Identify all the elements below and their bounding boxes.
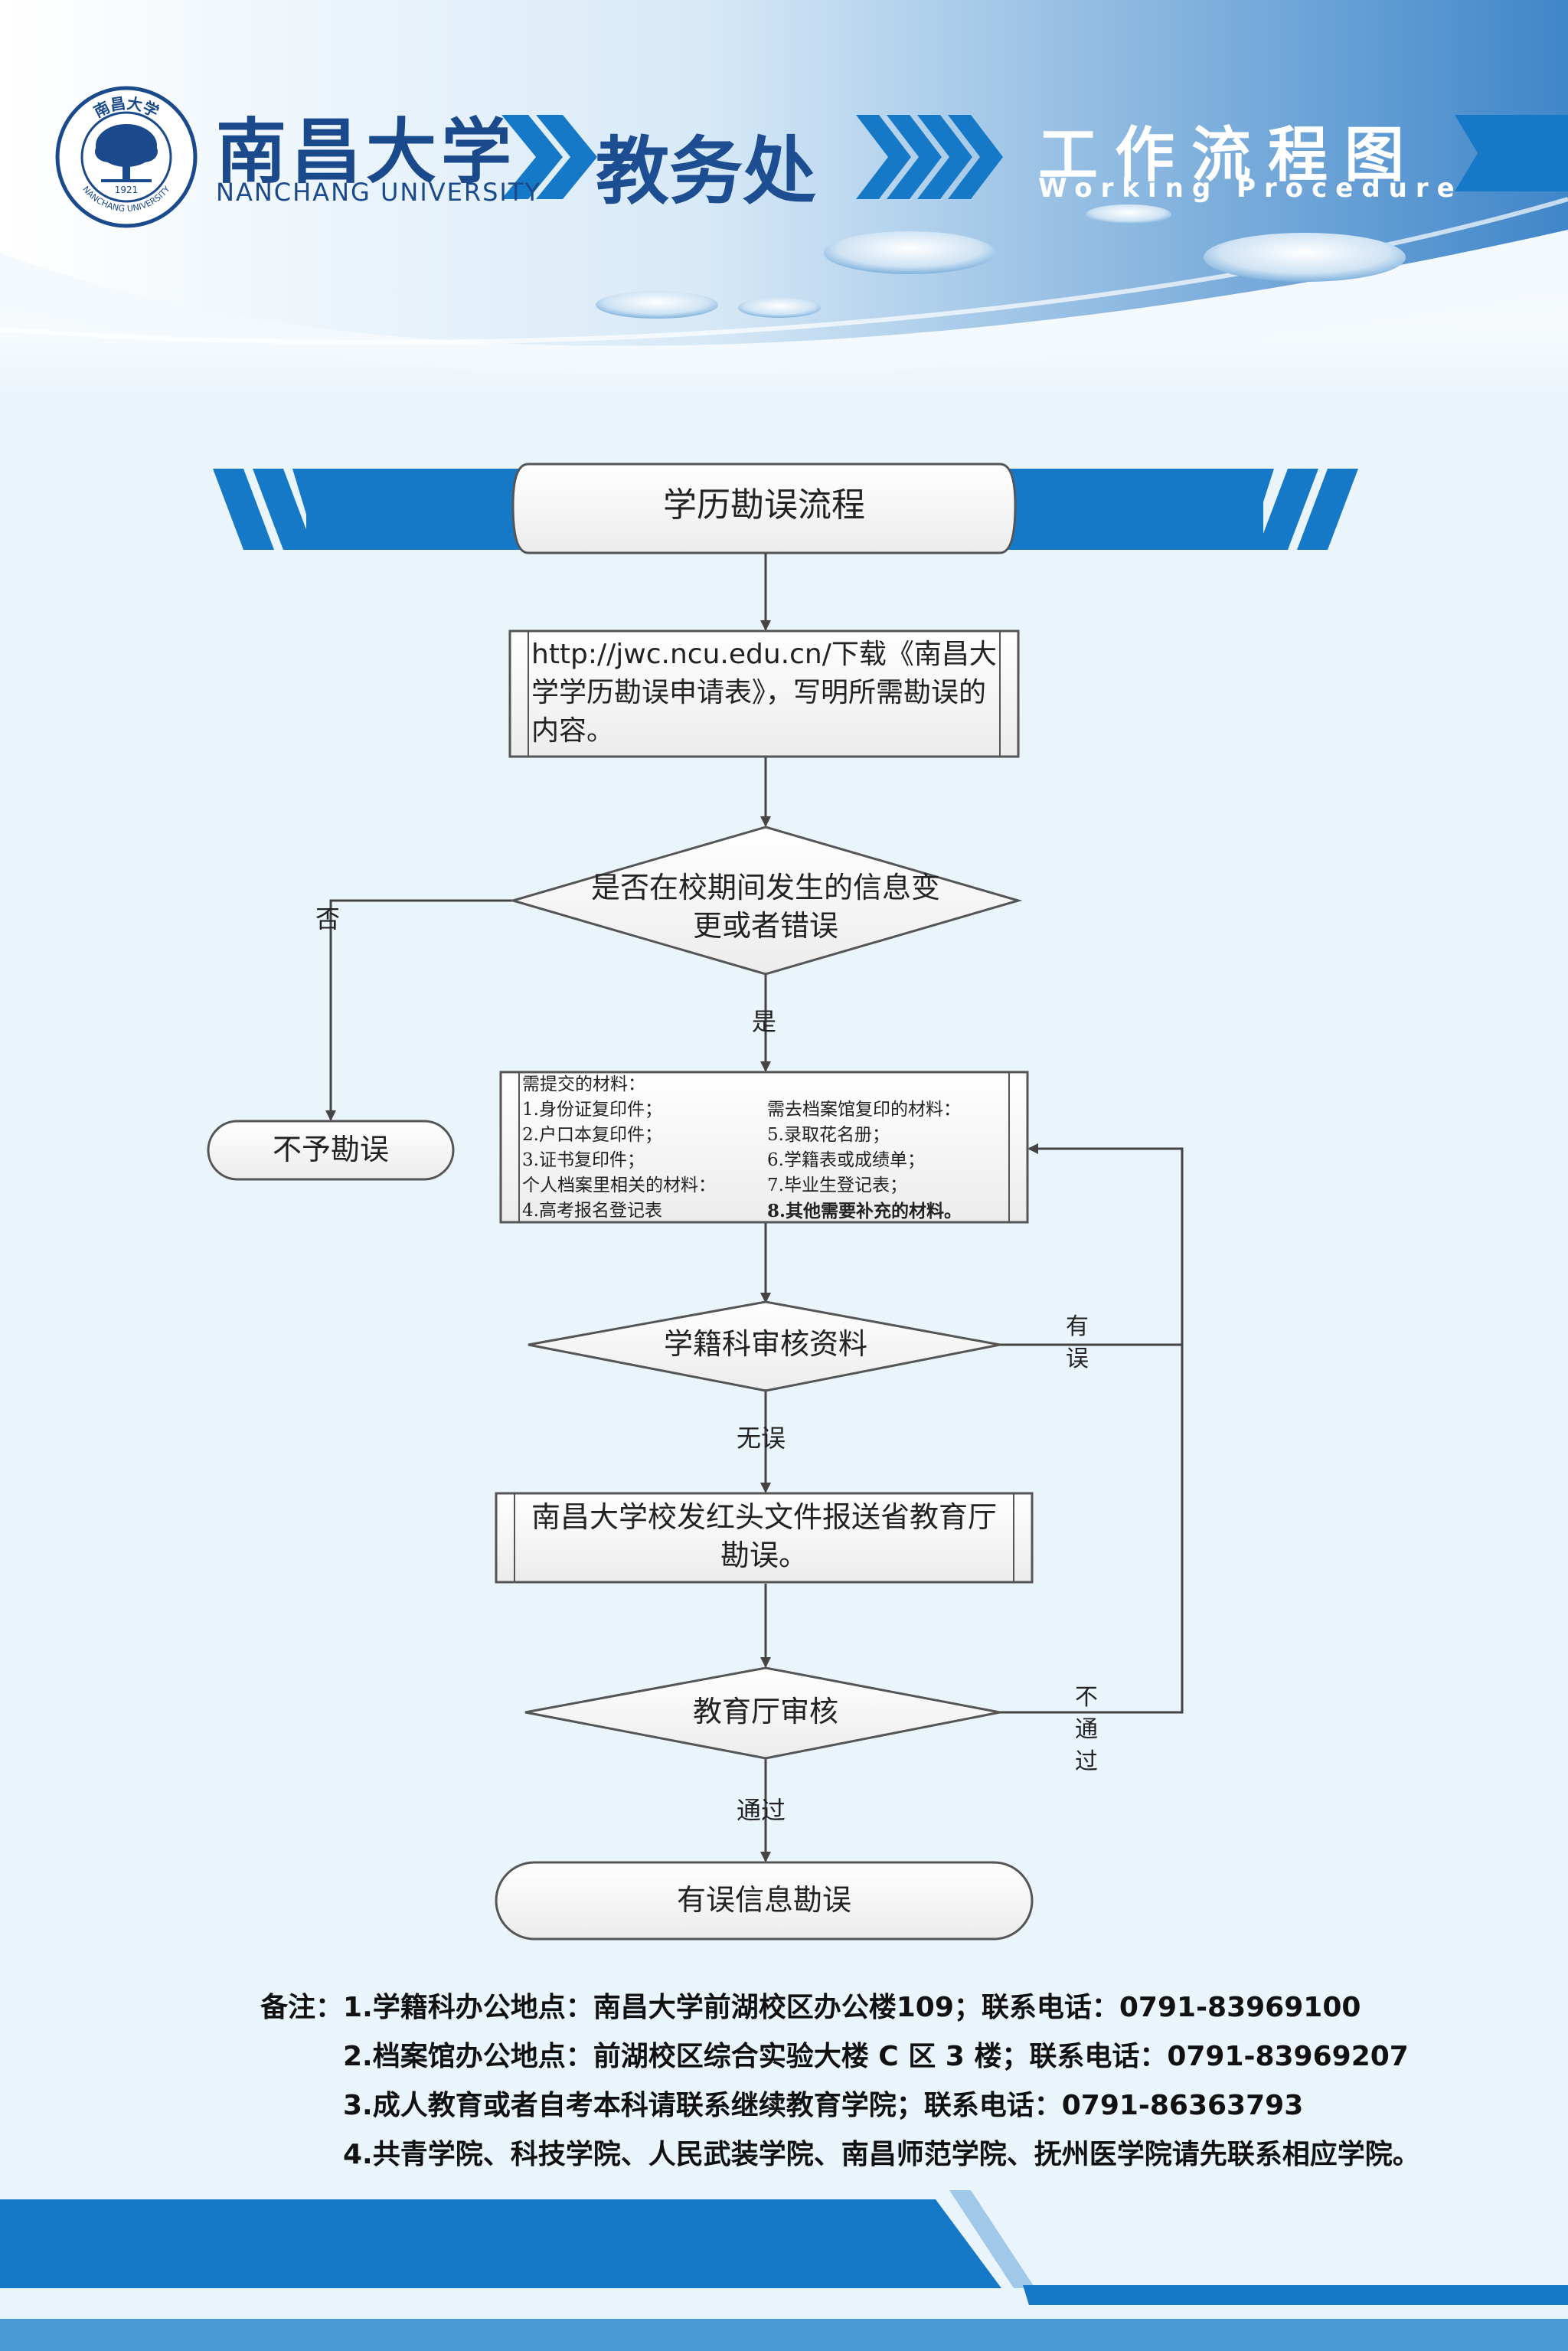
department-name: 教务处 [596, 129, 816, 214]
materials-left-item: 4.高考报名登记表 [522, 1201, 662, 1221]
decision-diamond-change [508, 826, 1023, 976]
header-arrow-tab [1455, 115, 1568, 191]
flowchart-canvas [207, 463, 1358, 1941]
terminal-correct-text: 有误信息勘误 [676, 1883, 851, 1917]
process-box-report [495, 1492, 1034, 1584]
seal-year: 1921 [115, 185, 139, 195]
water-drop-1 [824, 231, 995, 274]
terminal-reject-text: 不予勘误 [272, 1133, 389, 1166]
decision-province-text: 教育厅审核 [692, 1695, 838, 1728]
process-box-materials [499, 1071, 1029, 1224]
materials-left-item: 2.户口本复印件； [522, 1125, 662, 1145]
edge-label-noerror: 无误 [737, 1424, 786, 1453]
note-item: 备注：1.学籍科办公地点：南昌大学前湖校区办公楼109；联系电话：0791-83… [260, 1992, 1361, 2023]
step-report-text: 南昌大学校发红头文件报送省教育厅勘误。 [531, 1500, 997, 1572]
terminal-reject [207, 1120, 455, 1181]
materials-right-heading: 需去档案馆复印的材料： [767, 1100, 961, 1120]
decision-review-text: 学籍科审核资料 [663, 1327, 867, 1361]
note-item: 4.共青学院、科技学院、人民武装学院、南昌师范学院、抚州医学院请先联系相应学院。 [343, 2139, 1420, 2170]
water-drop-5 [1086, 204, 1171, 224]
water-drop-4 [738, 298, 821, 318]
process-box-download [508, 629, 1020, 758]
edge-label-error: 有误 [1066, 1313, 1089, 1372]
decision-diamond-review [528, 1300, 1001, 1392]
flow-title: 学历勘误流程 [663, 486, 865, 525]
materials-left-heading: 需提交的材料： [522, 1074, 645, 1094]
tree-icon [95, 124, 158, 182]
water-drop-3 [596, 291, 718, 319]
notes-section: 备注：1.学籍科办公地点：南昌大学前湖校区办公楼109；联系电话：0791-83… [260, 1983, 1420, 2179]
edge-label-pass: 通过 [737, 1796, 786, 1825]
materials-right-item: 7.毕业生登记表； [767, 1176, 907, 1195]
header-title-en: Working Procedure [1038, 173, 1463, 204]
header-title-cn: 工作流程图 [1038, 121, 1422, 190]
title-banner [213, 463, 1358, 554]
materials-right-item: 8.其他需要补充的材料。 [767, 1201, 962, 1221]
decision-diamond-province [524, 1666, 1001, 1760]
university-name-cn: 南昌大学 [216, 111, 517, 193]
materials-right-item: 6.学籍表或成绩单； [767, 1150, 925, 1170]
materials-left-item: 1.身份证复印件； [522, 1100, 662, 1120]
edge-label-no: 否 [315, 904, 341, 934]
materials-left-item: 个人档案里相关的材料： [522, 1176, 716, 1195]
edge-label-yes: 是 [752, 1007, 777, 1036]
terminal-correct [495, 1861, 1034, 1941]
materials-right-item: 5.录取花名册； [767, 1125, 890, 1145]
notes-prefix: 备注： [260, 1992, 344, 2023]
university-name-en: NANCHANG UNIVERSITY [216, 178, 541, 207]
university-seal-logo: 南昌大学 NANCHANG UNIVERSITY 1921 [55, 86, 198, 228]
edge-label-fail: 不通过 [1075, 1684, 1098, 1775]
step-download-text: http://jwc.ncu.edu.cn/下载《南昌大学学历勘误申请表》，写明… [531, 639, 997, 747]
decision-change-text: 是否在校期间发生的信息变更或者错误 [590, 871, 940, 943]
water-drop-2 [1204, 233, 1406, 282]
materials-left-item: 3.证书复印件； [522, 1150, 645, 1170]
note-item: 2.档案馆办公地点：前湖校区综合实验大楼 C 区 3 楼；联系电话：0791-8… [343, 2041, 1409, 2072]
note-item: 3.成人教育或者自考本科请联系继续教育学院；联系电话：0791-86363793 [343, 2090, 1304, 2121]
header-banner [0, 0, 1568, 398]
footer-banner [0, 2190, 1568, 2351]
